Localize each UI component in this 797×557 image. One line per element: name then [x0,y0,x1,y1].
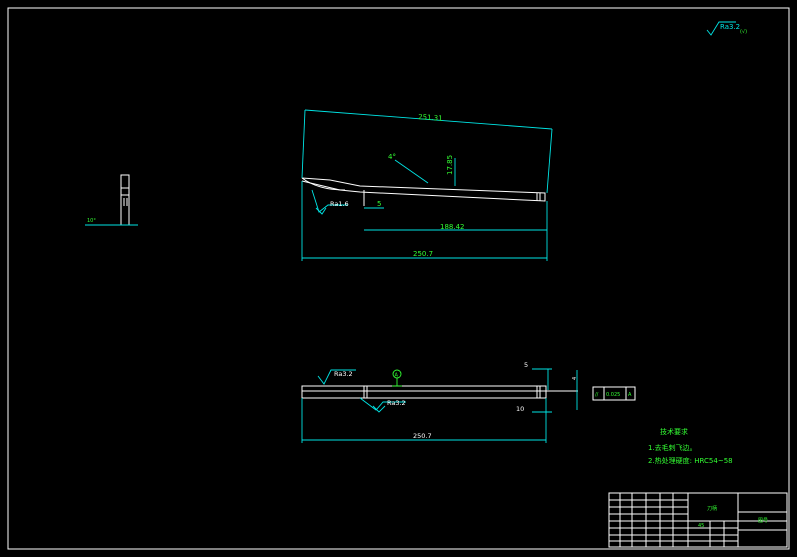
tolerance-value: 0.025 [606,392,620,398]
top-view: 251.31 4° 17.85 Ra1.6 5 188.42 250.7 [301,109,553,261]
tech-notes-title: 技术要求 [660,427,688,436]
corner-roughness-symbol: Ra3.2 (√) [706,21,747,36]
front-view: Ra3.2 A Ra3.2 5 4 10 250.7 // 0.025 A [301,361,636,443]
dim-angle: 4° [388,153,396,161]
roughness-front-mid: Ra3.2 [387,399,406,407]
dim-small: 5 [377,200,381,208]
corner-roughness-text: Ra3.2 [720,23,740,31]
datum-label: A [395,373,399,379]
dim-4: 4 [572,377,578,380]
dim-5: 5 [524,361,528,369]
front-blade-outline [301,385,547,399]
dim-10: 10 [516,405,524,413]
title-material: 45 [698,523,704,529]
tolerance-datum: A [628,392,632,398]
tolerance-frame [592,386,636,401]
corner-roughness-suffix: (√) [740,29,747,35]
roughness-front-top: Ra3.2 [334,370,353,378]
dim-total-top: 251.31 [418,113,443,123]
dim-total-front: 250.7 [413,432,432,440]
dim-vertical: 17.85 [446,155,454,175]
title-part-name: 刀柄 [707,505,717,512]
section-dim: 10° [87,218,96,224]
roughness-top-view: Ra1.6 [330,200,349,208]
section-detail: 10° [85,174,138,226]
dim-line-top [304,109,553,130]
tech-notes-line2: 2.热处理硬度: HRC54~58 [648,456,733,465]
title-right-label: 图号 [758,518,768,524]
tolerance-symbol: // [595,392,599,398]
dim-bottom-top-view: 250.7 [413,250,433,258]
section-outline [120,174,130,226]
title-block: 刀柄 45 图号 [608,492,788,548]
tech-notes: 技术要求 1.去毛刺飞边。 2.热处理硬度: HRC54~58 [648,427,733,465]
tech-notes-line1: 1.去毛刺飞边。 [648,443,697,452]
drawing-frame [7,7,790,550]
dim-mid: 188.42 [440,223,465,231]
